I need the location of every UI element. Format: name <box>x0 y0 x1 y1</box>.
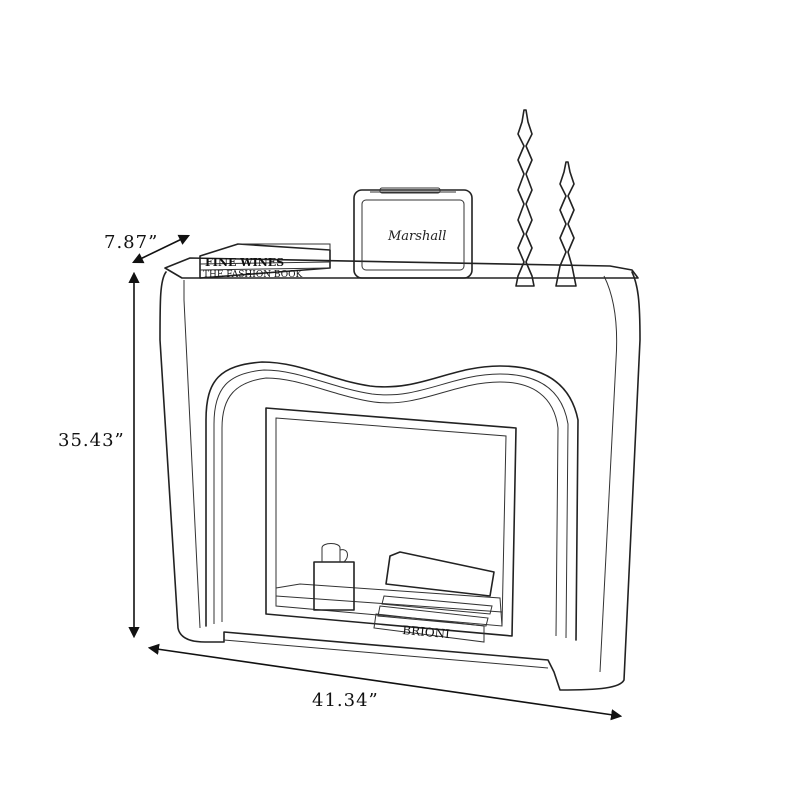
vase-inside <box>313 543 355 611</box>
mantel <box>159 257 641 691</box>
book-stack-top: FINE WINES THE FASHION BOOK <box>199 243 331 280</box>
book-stack-inside: BRIONI <box>373 551 495 643</box>
book-label-fine-wines: FINE WINES <box>205 256 284 269</box>
speaker-brand-logo: Marshall <box>387 229 446 244</box>
speaker: Marshall <box>353 187 473 279</box>
width-dimension: 41.34” <box>147 643 623 721</box>
candlestick-short <box>555 161 577 287</box>
book-label-brioni: BRIONI <box>402 623 451 641</box>
depth-label: 7.87” <box>104 232 158 253</box>
candlestick-tall <box>515 109 535 287</box>
depth-dimension: 7.87” <box>104 232 191 264</box>
height-dimension: 35.43” <box>58 271 140 639</box>
height-label: 35.43” <box>58 430 125 451</box>
width-label: 41.34” <box>312 690 379 711</box>
book-label-fashion-book: THE FASHION BOOK <box>203 270 302 280</box>
